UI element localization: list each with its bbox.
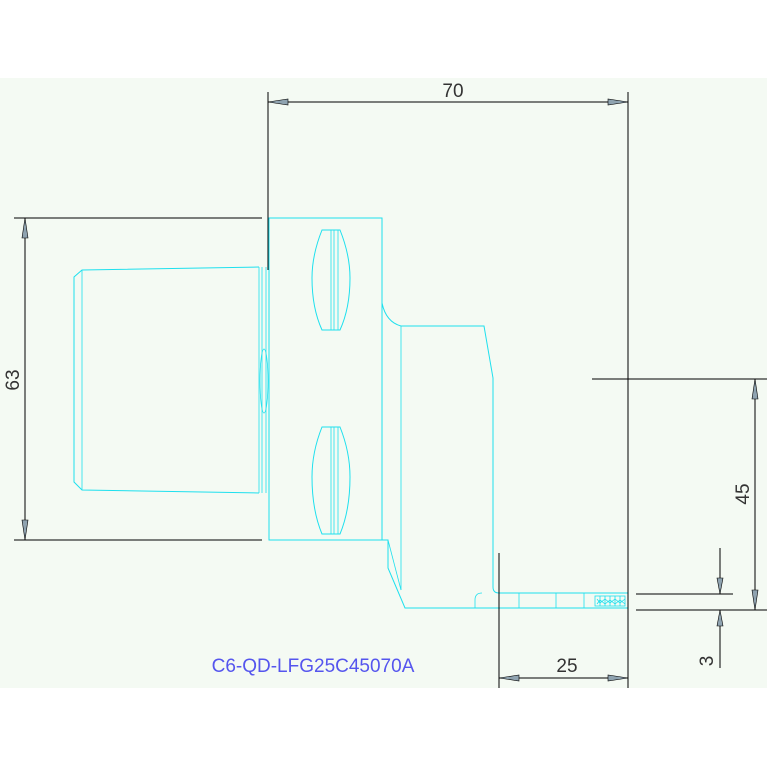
part-outline	[73, 217, 628, 609]
dimension-arrow-left	[267, 98, 289, 106]
dimension-arrow-top	[716, 577, 724, 595]
cylinder-body	[73, 266, 269, 494]
slot-hole-lower	[311, 426, 351, 535]
dimension-arrow-right	[607, 674, 629, 682]
dimension-overall-width: 70	[267, 81, 629, 615]
dimension-arrow-bottom	[716, 609, 724, 627]
screw-thread-detail	[594, 595, 626, 607]
dimension-label-height: 63	[3, 369, 24, 390]
dimension-label-thickness: 3	[697, 656, 718, 667]
dimension-foot-length: 25	[498, 553, 629, 688]
dimension-arrow-top	[21, 217, 29, 239]
dimension-label-overall-width: 70	[442, 81, 463, 102]
dimension-arrow-bottom	[21, 519, 29, 541]
part-code-label: C6-QD-LFG25C45070A	[212, 656, 415, 677]
dimension-height: 63	[3, 217, 262, 541]
drawing-background	[0, 78, 767, 688]
dimension-label-foot-length: 25	[556, 656, 577, 677]
dimension-arrow-bottom	[751, 589, 759, 611]
bracket-profile	[381, 302, 628, 609]
slot-hole-upper	[311, 229, 351, 331]
dimension-offset: 45	[592, 378, 767, 611]
dimension-arrow-left	[498, 674, 520, 682]
mounting-block	[268, 217, 383, 541]
dimension-thickness: 3	[636, 548, 733, 668]
dimension-label-offset: 45	[733, 483, 754, 504]
dimension-arrow-right	[607, 98, 629, 106]
dimension-arrow-top	[751, 378, 759, 400]
